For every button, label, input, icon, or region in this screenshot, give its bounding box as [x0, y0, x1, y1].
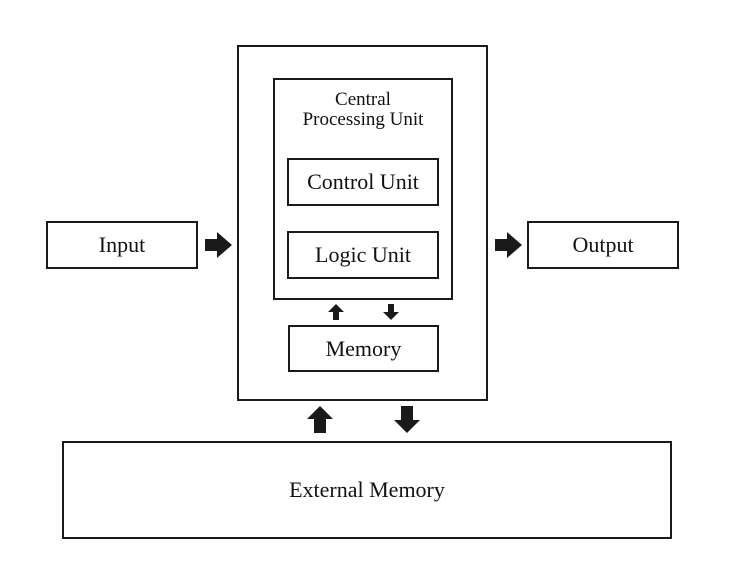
cpu-title: Central Processing Unit	[274, 90, 452, 130]
cpu-title-line-2: Processing Unit	[302, 109, 424, 130]
memory-box	[288, 325, 439, 372]
output-box	[527, 221, 679, 269]
external-memory-box	[62, 441, 672, 539]
input-label: Input	[98, 232, 146, 257]
control-unit-label: Control Unit	[307, 169, 419, 194]
cpu-to-output-arrow-icon	[495, 232, 522, 258]
system-to-external-arrow-icon	[394, 406, 420, 433]
output-label: Output	[572, 232, 634, 257]
cpu-title-line-1: Central	[335, 89, 391, 110]
control-unit-box	[287, 158, 439, 206]
memory-label: Memory	[325, 335, 402, 361]
logic-unit-box	[287, 231, 439, 279]
external-to-system-arrow-icon	[307, 406, 333, 433]
input-box	[46, 221, 198, 269]
external-memory-label: External Memory	[289, 477, 445, 502]
logic-unit-label: Logic Unit	[315, 242, 411, 267]
input-to-cpu-arrow-icon	[205, 232, 232, 258]
cpu-to-memory-arrow-icon	[383, 304, 399, 320]
memory-to-cpu-arrow-icon	[328, 304, 344, 320]
